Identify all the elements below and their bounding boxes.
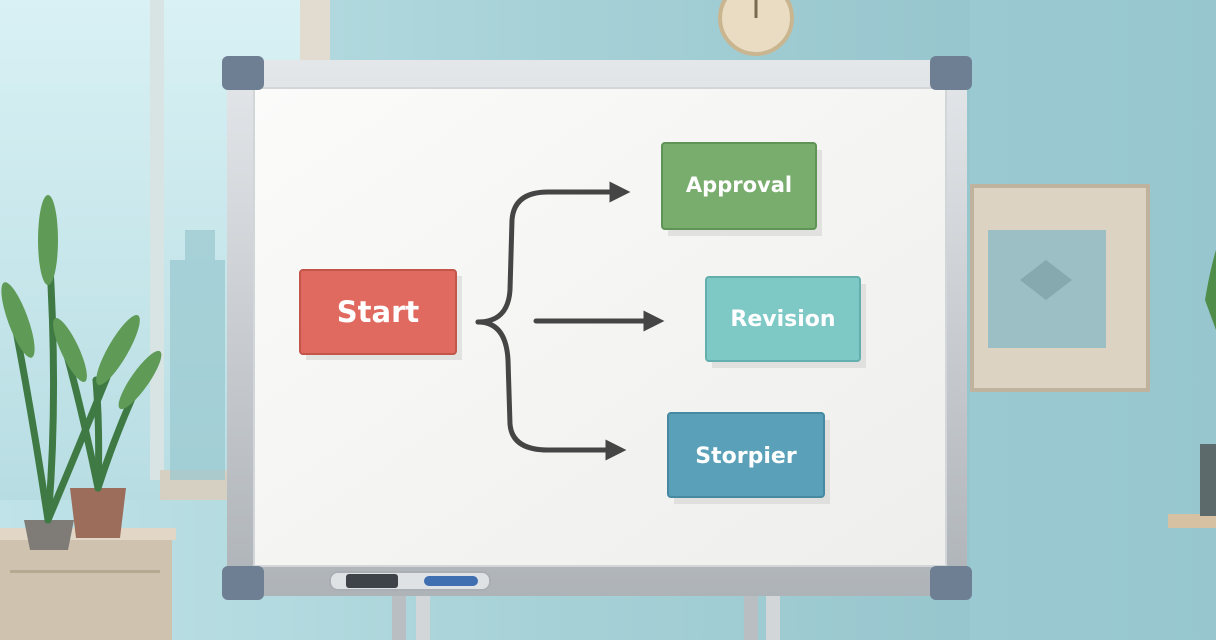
start-label: Start [337, 295, 420, 329]
easel-legs [392, 590, 780, 640]
flowchart-arrows [475, 181, 665, 461]
arrow-to-approval [475, 181, 631, 325]
city-buildings [170, 230, 225, 480]
corner-cap-bottom-right [930, 566, 972, 600]
wall-clock-icon [718, 0, 794, 56]
revision-node: Revision [705, 276, 866, 368]
plant-icon [1, 195, 162, 550]
start-node: Start [299, 269, 462, 360]
marker-icon[interactable] [424, 576, 478, 586]
corner-cap-top-left [222, 56, 264, 90]
corner-cap-bottom-left [222, 566, 264, 600]
corner-cap-top-right [930, 56, 972, 90]
storpier-label: Storpier [695, 444, 797, 469]
arrow-to-storpier [475, 319, 627, 461]
eraser-icon[interactable] [346, 574, 398, 588]
approval-label: Approval [686, 173, 792, 197]
storpier-node: Storpier [667, 412, 830, 504]
desk [0, 528, 176, 640]
approval-node: Approval [661, 142, 822, 236]
framed-picture-icon [970, 184, 1150, 392]
shelf [1168, 250, 1216, 528]
revision-label: Revision [730, 307, 835, 332]
